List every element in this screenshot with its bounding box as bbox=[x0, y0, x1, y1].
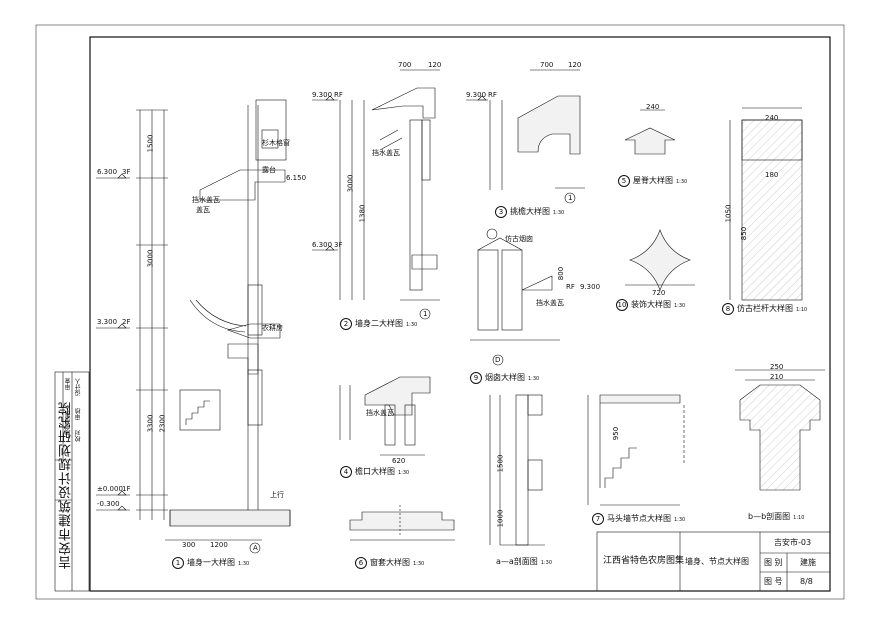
level-1f-tag: 1F bbox=[122, 485, 131, 493]
level-3f-2-tag: 3F bbox=[334, 241, 343, 249]
drawing-9-chimney bbox=[470, 228, 560, 366]
dim-180-rail: 180 bbox=[765, 171, 779, 179]
dim-1000-aa: 1000 bbox=[496, 509, 505, 528]
dim-1200: 1200 bbox=[210, 541, 228, 549]
title-block-category-value: 建施 bbox=[800, 558, 816, 567]
title-block-region: 吉安市-03 bbox=[774, 538, 812, 547]
level-rf-3-tag: RF bbox=[488, 91, 497, 99]
grid-1-dwg2: 1 bbox=[423, 310, 428, 318]
drawing-7-horse-head-wall bbox=[587, 394, 685, 506]
title-block-number-value: 8/8 bbox=[800, 577, 813, 586]
note-balcony: 露台 bbox=[262, 166, 276, 174]
note-water-retain-9: 挡水盖瓦 bbox=[536, 299, 564, 307]
drawing-1-wall-section bbox=[96, 99, 291, 554]
note-up: 上行 bbox=[270, 491, 284, 499]
drawing-4-eave-mouth bbox=[339, 376, 431, 456]
title-block-drawing-title: 墙身、节点大样图 bbox=[685, 557, 749, 566]
level-rf-9: 9.300 bbox=[580, 283, 601, 291]
dim-120-a: 120 bbox=[428, 61, 442, 69]
dim-950: 950 bbox=[612, 426, 621, 441]
drawing-5-ridge bbox=[624, 109, 676, 155]
sig-lead: 项目负责人 bbox=[65, 405, 72, 435]
dim-1500-aa: 1500 bbox=[496, 454, 505, 473]
note-fir-wood: 杉木格窗 bbox=[262, 139, 290, 147]
dim-3300: 3300 bbox=[146, 414, 155, 433]
note-water-retain-2: 挡水盖瓦 bbox=[372, 149, 400, 157]
dim-1050: 1050 bbox=[724, 204, 733, 223]
dim-720: 720 bbox=[652, 289, 666, 297]
sig-audit: 审查 bbox=[65, 378, 72, 390]
dim-700-b: 700 bbox=[540, 61, 554, 69]
drawing-3-eave-detail bbox=[466, 69, 585, 204]
drawing-bb-section bbox=[735, 369, 825, 491]
dim-3000-2: 3000 bbox=[346, 174, 355, 193]
level-rf-9-tag: RF bbox=[566, 283, 575, 291]
inner-frame bbox=[89, 36, 831, 592]
level-eave: 6.150 bbox=[286, 174, 307, 182]
drawing-6-window-casing bbox=[349, 505, 455, 541]
dim-620: 620 bbox=[392, 457, 406, 465]
dim-800: 800 bbox=[557, 266, 566, 281]
grid-d: D bbox=[495, 356, 501, 364]
sig-designer: 设计人 bbox=[75, 378, 82, 396]
title-block-number-label: 图 号 bbox=[764, 577, 783, 586]
title-block-atlas: 江西省特色农房图集 bbox=[603, 556, 685, 566]
dim-250: 250 bbox=[770, 363, 784, 371]
drawing-2-wall-section bbox=[312, 69, 440, 320]
level-3f-tag: 3F bbox=[122, 168, 131, 176]
dim-850: 850 bbox=[740, 226, 749, 241]
sig-review: 审核 bbox=[75, 408, 82, 420]
drawing-10-decoration bbox=[625, 229, 695, 291]
level-ground: -0.300 bbox=[97, 500, 120, 508]
grid-1-dwg3: 1 bbox=[568, 194, 573, 202]
dim-2300: 2300 bbox=[158, 414, 167, 433]
level-rf-2: 9.300 bbox=[312, 91, 333, 99]
note-tile: 盖瓦 bbox=[196, 206, 210, 214]
grid-a: A bbox=[253, 544, 258, 552]
drawing-aa-section bbox=[489, 394, 545, 546]
dim-240-ridge: 240 bbox=[646, 103, 660, 111]
dim-700-a: 700 bbox=[398, 61, 412, 69]
title-block bbox=[596, 531, 831, 592]
note-water-retain: 挡水盖瓦 bbox=[192, 196, 220, 204]
dim-240-rail: 240 bbox=[765, 114, 779, 122]
drawing-8-railing bbox=[729, 107, 803, 301]
note-water-retain-4: 挡水盖瓦 bbox=[366, 409, 394, 417]
level-3f: 6.300 bbox=[97, 168, 118, 176]
note-farm-house: 农耕房 bbox=[262, 324, 283, 332]
level-rf-2-tag: RF bbox=[334, 91, 343, 99]
dim-300: 300 bbox=[182, 541, 196, 549]
dim-1650: 1500 bbox=[146, 134, 155, 153]
note-chimney: 仿古烟囱 bbox=[505, 235, 533, 243]
level-2f-tag: 2F bbox=[122, 318, 131, 326]
dim-210: 210 bbox=[770, 373, 784, 381]
dim-1380: 1380 bbox=[358, 204, 367, 223]
level-rf-3: 9.300 bbox=[466, 91, 487, 99]
dim-3000: 3000 bbox=[146, 249, 155, 268]
level-3f-2: 6.300 bbox=[312, 241, 333, 249]
level-2f: 3.300 bbox=[97, 318, 118, 326]
dim-120-b: 120 bbox=[568, 61, 582, 69]
title-block-category-label: 图 别 bbox=[764, 558, 783, 567]
level-1f: ±0.000 bbox=[97, 485, 123, 493]
sig-check: 校对 bbox=[75, 430, 82, 442]
outer-frame bbox=[35, 24, 845, 600]
